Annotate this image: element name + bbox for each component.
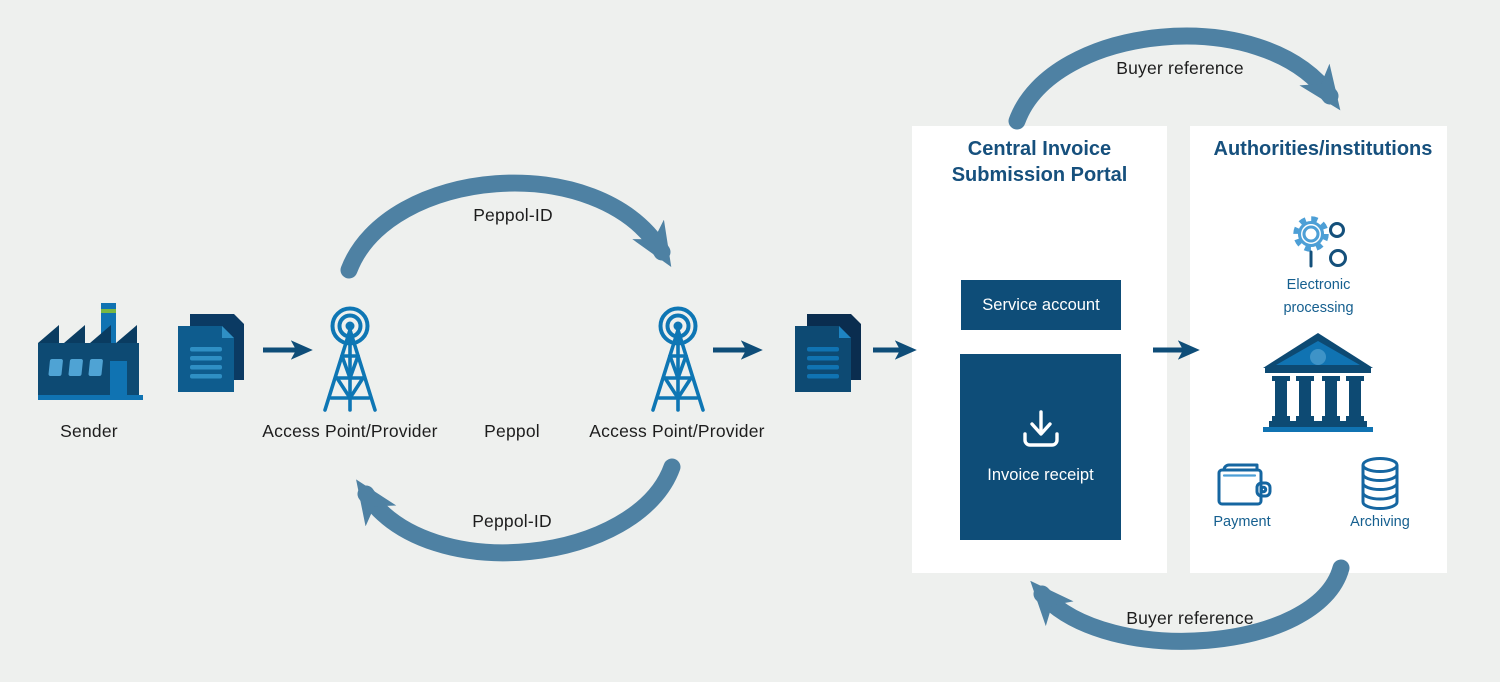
buyer-reference-bottom-label: Buyer reference: [1126, 608, 1254, 628]
wallet-icon: [1217, 463, 1272, 506]
buyer-reference-top-label: Buyer reference: [1116, 58, 1244, 78]
central-invoice-portal-panel: Central Invoice Submission Portal Servic…: [912, 126, 1167, 573]
radio-tower-icon: [651, 306, 705, 412]
peppol-id-bottom-label: Peppol-ID: [472, 511, 552, 531]
archiving-label: Archiving: [1350, 514, 1410, 530]
access-point-1-label: Access Point/Provider: [262, 421, 438, 441]
download-icon: [1022, 409, 1059, 447]
factory-icon: [38, 303, 143, 400]
service-account-box: Service account: [961, 280, 1121, 330]
sender-label: Sender: [60, 421, 118, 441]
electronic-processing-label: Electronic processing: [1283, 277, 1354, 316]
portal-title: Central Invoice Submission Portal: [951, 138, 1128, 186]
service-account-label: Service account: [982, 295, 1100, 314]
bank-icon: [1263, 333, 1373, 432]
peppol-id-bottom-arrow: [356, 458, 681, 562]
access-point-2-label: Access Point/Provider: [589, 421, 765, 441]
database-icon: [1361, 457, 1399, 510]
authorities-title: Authorities/institutions: [1213, 138, 1433, 160]
documents-icon: [178, 314, 244, 392]
authorities-panel: Authorities/institutions Electronic proc…: [1190, 126, 1447, 573]
documents-icon: [795, 314, 861, 392]
invoice-receipt-label: Invoice receipt: [987, 465, 1094, 484]
peppol-id-top-label: Peppol-ID: [473, 205, 553, 225]
radio-tower-icon: [323, 306, 377, 412]
buyer-reference-bottom-arrow: [1030, 559, 1350, 650]
invoice-receipt-box: Invoice receipt: [960, 354, 1121, 540]
peppol-label: Peppol: [484, 421, 540, 441]
gear-io-icon: [1293, 216, 1347, 268]
peppol-id-top-arrow: [340, 174, 672, 279]
payment-label: Payment: [1213, 514, 1271, 530]
